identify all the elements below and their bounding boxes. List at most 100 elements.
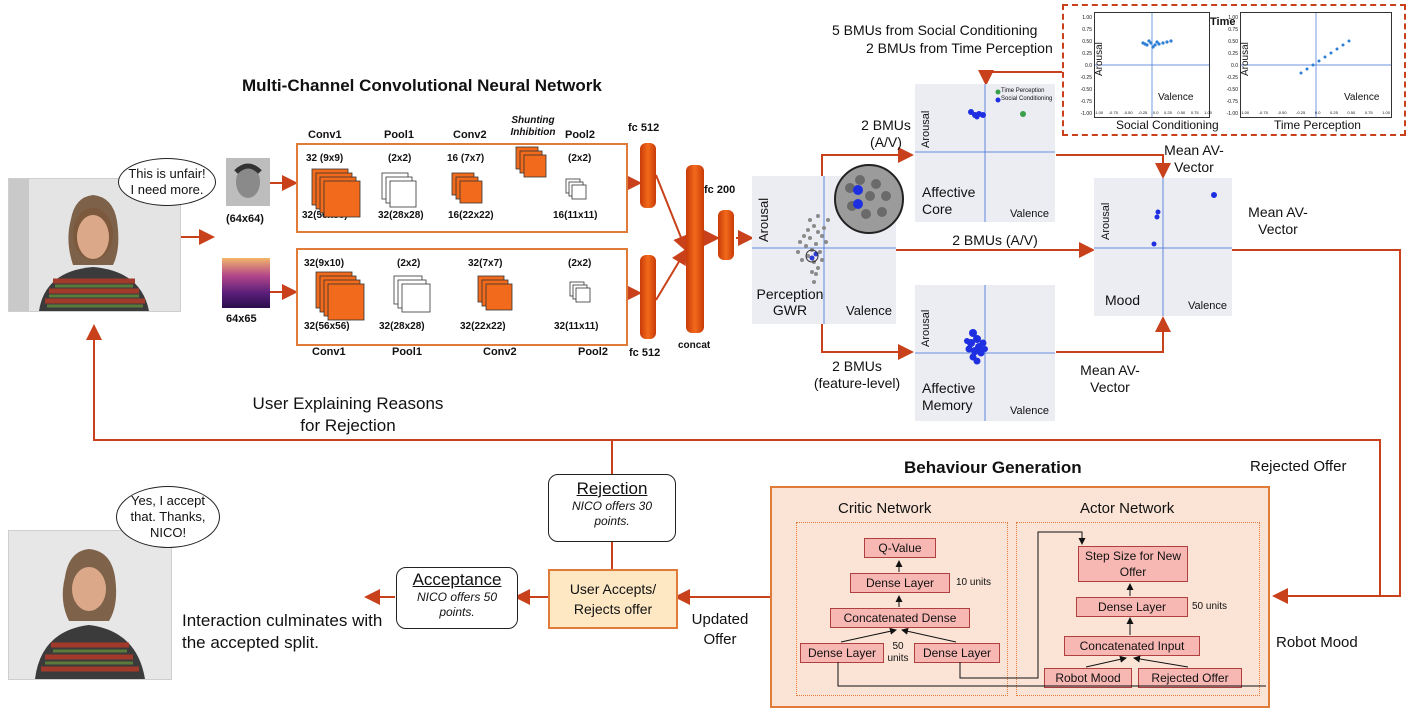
- speech-text-bottom: Yes, I accept that. Thanks, NICO!: [130, 493, 206, 540]
- robot-mood-input: Robot Mood: [1044, 668, 1132, 688]
- user-photo-bottom: [8, 530, 172, 680]
- acceptance-title: Acceptance: [412, 570, 502, 589]
- critic-dense-units: 50 units: [887, 641, 909, 664]
- user-accepts-rejects-box: User Accepts/ Rejects offer: [548, 569, 678, 629]
- face-size-label: (64x64): [226, 213, 264, 225]
- fc-bottom-label: fc 512: [629, 347, 661, 359]
- rejected-offer-input: Rejected Offer: [1138, 668, 1242, 688]
- critic-dense-left: Dense Layer: [800, 643, 884, 663]
- person-image-smiling: [9, 531, 171, 679]
- top-conv1-label: Conv1: [308, 129, 342, 141]
- rejection-box: Rejection NICO offers 30 points.: [548, 474, 676, 542]
- time-perception-scatter: [1241, 13, 1391, 117]
- mood-label: Mood: [1105, 292, 1141, 308]
- q-value-node: Q-Value: [864, 538, 936, 558]
- social-conditioning-plot: [1094, 12, 1210, 118]
- robot-mood-label: Robot Mood: [1276, 634, 1358, 651]
- rejection-text: NICO offers 30 points.: [571, 499, 653, 528]
- concat-layer: [686, 165, 704, 333]
- fc-200: [718, 210, 734, 260]
- bottom-pool2-output: 32(11x11): [554, 321, 599, 332]
- fc-512-bottom: [640, 255, 656, 339]
- interaction-label: Interaction culminates with the accepted…: [182, 611, 383, 652]
- affective-memory-panel: [915, 285, 1055, 421]
- critic-network-box: [796, 522, 1008, 696]
- mood-valence-label: Valence: [1188, 300, 1227, 312]
- bmus-feature-label: 2 BMUs (feature-level): [813, 358, 901, 391]
- top-pool2-label: Pool2: [565, 129, 595, 141]
- time-valence-label: Valence: [1344, 92, 1380, 103]
- actor-dense-node: Dense Layer: [1076, 597, 1188, 617]
- mean-av-vector-2: Mean AV-Vector: [1248, 204, 1308, 237]
- bmus-av-mid-label: 2 BMUs (A/V): [952, 232, 1038, 248]
- top-pool1-output: 32(28x28): [378, 210, 424, 221]
- top-conv2-kernel: 16 (7x7): [447, 153, 485, 164]
- bottom-conv1-output: 32(56x56): [304, 321, 350, 332]
- concatenated-input-node: Concatenated Input: [1064, 636, 1200, 656]
- bottom-feature-maps: [315, 271, 591, 321]
- actor-network-box: [1016, 522, 1260, 696]
- bottom-pool1-kernel: (2x2): [397, 258, 421, 269]
- bottom-conv1-kernel: 32(9x10): [304, 258, 345, 269]
- social-conditioning-scatter: [1095, 13, 1209, 117]
- acceptance-box: Acceptance NICO offers 50 points.: [396, 567, 518, 629]
- rejection-title: Rejection: [576, 479, 648, 498]
- bottom-conv2-kernel: 32(7x7): [468, 258, 503, 269]
- mood-arousal-label: Arousal: [1100, 202, 1112, 240]
- affective-core-label: Affective Core: [922, 184, 976, 217]
- social-valence-label: Valence: [1158, 92, 1194, 103]
- spectrogram-input-image: [222, 258, 270, 308]
- bmus-time-label: 2 BMUs from Time Perception: [866, 40, 1053, 56]
- user-explaining-label: User Explaining Reasons for Rejection: [252, 394, 444, 435]
- critic-dense-top: Dense Layer: [850, 573, 950, 593]
- actor-network-label: Actor Network: [1080, 500, 1175, 517]
- nn-internal-arrows: [837, 531, 1266, 687]
- core-valence-label: Valence: [1010, 208, 1049, 220]
- affective-memory-scatter: [915, 285, 1055, 421]
- time-arousal-label: Arousal: [1240, 42, 1251, 76]
- bottom-conv1-label: Conv1: [312, 346, 346, 358]
- mood-panel: [1094, 178, 1232, 316]
- top-pool1-label: Pool1: [384, 129, 414, 141]
- time-label: Time: [1210, 16, 1236, 28]
- gwr-zoom-circle: [834, 164, 904, 234]
- spectrogram-size-label: 64x65: [226, 313, 257, 325]
- time-perception-label: Time Perception: [1274, 118, 1361, 132]
- critic-network-label: Critic Network: [838, 500, 932, 517]
- critic-dense-right: Dense Layer: [914, 643, 1000, 663]
- bottom-conv2-label: Conv2: [483, 346, 517, 358]
- bottom-pool2-label: Pool2: [578, 346, 608, 358]
- affective-core-scatter: [915, 84, 1055, 222]
- bmus-social-label: 5 BMUs from Social Conditioning: [832, 22, 1038, 38]
- top-conv1-kernel: 32 (9x9): [306, 153, 344, 164]
- time-perception-plot: [1240, 12, 1392, 118]
- concatenated-dense-node: Concatenated Dense: [830, 608, 970, 628]
- bmus-av-top-label: 2 BMUs (A/V): [861, 117, 911, 150]
- affective-memory-label: Affective Memory: [922, 380, 976, 413]
- top-pool2-output: 16(11x11): [553, 210, 598, 221]
- perception-gwr-label: Perception GWR: [756, 286, 824, 318]
- top-pool2-kernel: (2x2): [568, 153, 592, 164]
- critic-dense-top-units: 10 units: [956, 577, 992, 588]
- face-input-image: [226, 158, 270, 206]
- top-conv2-label: Conv2: [453, 129, 487, 141]
- affective-core-panel: [915, 84, 1055, 222]
- legend-time-perception: Time Perception: [1001, 88, 1045, 94]
- memory-arousal-label: Arousal: [920, 309, 932, 347]
- speech-text-top: This is unfair! I need more.: [128, 166, 206, 197]
- mood-scatter: [1094, 178, 1232, 316]
- perception-arousal-label: Arousal: [756, 197, 771, 242]
- shunting-inhibition-label: Shunting Inhibition: [510, 115, 556, 138]
- actor-dense-units: 50 units: [1192, 601, 1228, 612]
- behaviour-title: Behaviour Generation: [904, 458, 1082, 477]
- bottom-pool1-output: 32(28x28): [379, 321, 425, 332]
- fc-top-label: fc 512: [628, 122, 660, 134]
- updated-offer-label: Updated Offer: [691, 611, 749, 648]
- bottom-pool2-kernel: (2x2): [568, 258, 592, 269]
- speech-bubble-top: This is unfair! I need more.: [118, 158, 216, 206]
- mean-av-vector-1: Mean AV-Vector: [1164, 142, 1224, 175]
- top-pool1-kernel: (2x2): [388, 153, 412, 164]
